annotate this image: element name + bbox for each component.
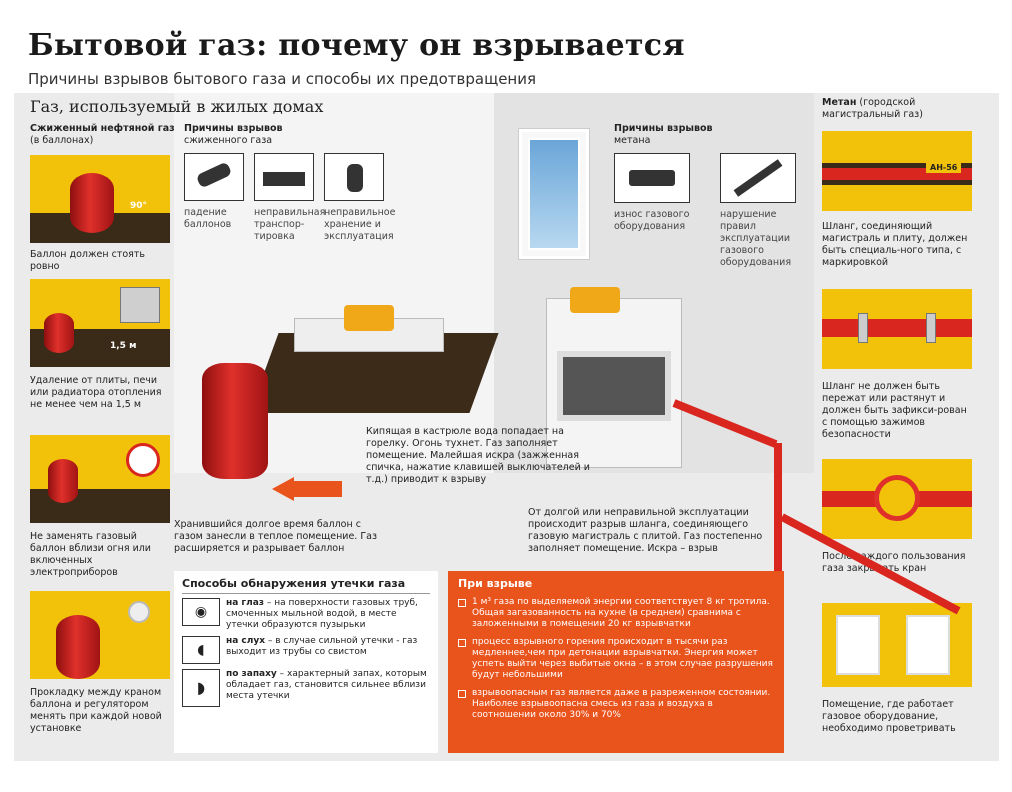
tip-tile-upright: 90°: [30, 155, 170, 243]
tip-tile-clamps: [822, 289, 972, 369]
tip-tile-valve: [822, 459, 972, 539]
truck-icon: [254, 153, 314, 201]
ear-icon: ◖: [182, 636, 220, 664]
clamp-icon: [858, 313, 868, 343]
hose-icon: [822, 319, 972, 337]
tip-ventilate-text: Помещение, где работает газовое оборудов…: [822, 699, 956, 734]
tip-fire-text: Не заменять газовый баллон вблизи огня и…: [30, 531, 151, 578]
pot-icon: [344, 305, 394, 331]
tip-distance-text: Удаление от плиты, печи или радиатора от…: [30, 375, 162, 410]
gas-cylinder-icon: [44, 313, 74, 353]
explosion-item: процесс взрывного горения происходит в т…: [458, 637, 774, 681]
tip-hose-type-text: Шланг, соединяющий магистраль и плиту, д…: [822, 221, 968, 268]
tip-clamps-text: Шланг не должен быть пережат или растяну…: [822, 381, 967, 440]
no-fire-icon: [126, 443, 160, 477]
tip-gasket-text: Прокладку между краном баллона и регулят…: [30, 687, 162, 734]
cylinder-icon: [324, 153, 384, 201]
explosion-title: При взрыве: [458, 577, 533, 590]
gas-cylinder-icon: [48, 459, 78, 503]
detection-item: ◗ по запаху – характерный запах, которым…: [182, 669, 430, 707]
lpg-label: Сжиженный нефтяной газ (в баллонах): [30, 123, 175, 146]
distance-label: 1,5 м: [110, 341, 137, 351]
cause-storage-label: неправильное хранение и эксплуатация: [324, 207, 396, 242]
tip-tile-fire: [30, 435, 170, 523]
methane-causes-header: Причины взрывов метана: [614, 123, 713, 146]
gas-hose: [774, 443, 782, 583]
cause-transport-label: неправильная транспор-тировка: [254, 207, 326, 242]
lpg-causes-header: Причины взрывов сжиженного газа: [184, 123, 283, 146]
pot-caption: Кипящая в кастрюле вода попадает на горе…: [366, 426, 590, 485]
angle-label: 90°: [130, 201, 148, 211]
detection-item: ◖ на слух – в случае сильной утечки - га…: [182, 636, 430, 664]
detection-item: ◉ на глаз – на поверхности газовых труб,…: [182, 598, 430, 631]
detection-panel: Способы обнаружения утечки газа ◉ на гла…: [174, 571, 438, 753]
explosion-item: взрывоопасным газ является даже в разреж…: [458, 688, 774, 721]
eye-icon: ◉: [182, 598, 220, 626]
cause-wear-label: износ газового оборудования: [614, 209, 690, 232]
pot-icon: [570, 287, 620, 313]
clamp-icon: [926, 313, 936, 343]
tip-tile-hose-type: АН-56: [822, 131, 972, 211]
falling-cylinder-icon: [184, 153, 244, 201]
arrow-icon: [272, 477, 294, 501]
nose-icon: ◗: [182, 669, 220, 707]
kitchen-window: [519, 129, 589, 259]
cause-fall-label: падение баллонов: [184, 207, 232, 230]
methane-label: Метан (городской магистральный газ): [822, 97, 923, 120]
detection-title: Способы обнаружения утечки газа: [182, 577, 430, 594]
stove-icon: [120, 287, 160, 323]
large-gas-cylinder: [202, 363, 268, 479]
gas-cylinder-icon: [70, 173, 114, 233]
infographic-canvas: Газ, используемый в жилых домах Сжиженны…: [14, 93, 999, 761]
tip-tile-gasket: [30, 591, 170, 679]
page-title: Бытовой газ: почему он взрывается: [28, 28, 685, 63]
hose-marking: АН-56: [926, 162, 962, 173]
explosion-item: 1 м³ газа по выделяемой энергии соответс…: [458, 597, 774, 630]
valve-wheel-icon: [874, 475, 920, 521]
gasket-icon: [128, 601, 150, 623]
hose-caption: От долгой или неправильной эксплуатации …: [528, 507, 763, 554]
gas-cylinder-icon: [56, 615, 100, 679]
cylinder-caption: Хранившийся долгое время баллон с газом …: [174, 519, 378, 554]
window-icon: [836, 615, 880, 675]
cause-rules-label: нарушение правил эксплуатации газового о…: [720, 209, 792, 268]
explosion-panel: При взрыве 1 м³ газа по выделяемой энерг…: [448, 571, 784, 753]
wrench-icon: [720, 153, 796, 203]
section-title: Газ, используемый в жилых домах: [30, 97, 324, 116]
tip-tile-distance: 1,5 м: [30, 279, 170, 367]
window-icon: [906, 615, 950, 675]
page-subtitle: Причины взрывов бытового газа и способы …: [28, 70, 537, 88]
tip-upright-text: Баллон должен стоять ровно: [30, 249, 146, 272]
tip-tile-ventilate: [822, 603, 972, 687]
worn-equipment-icon: [614, 153, 690, 203]
